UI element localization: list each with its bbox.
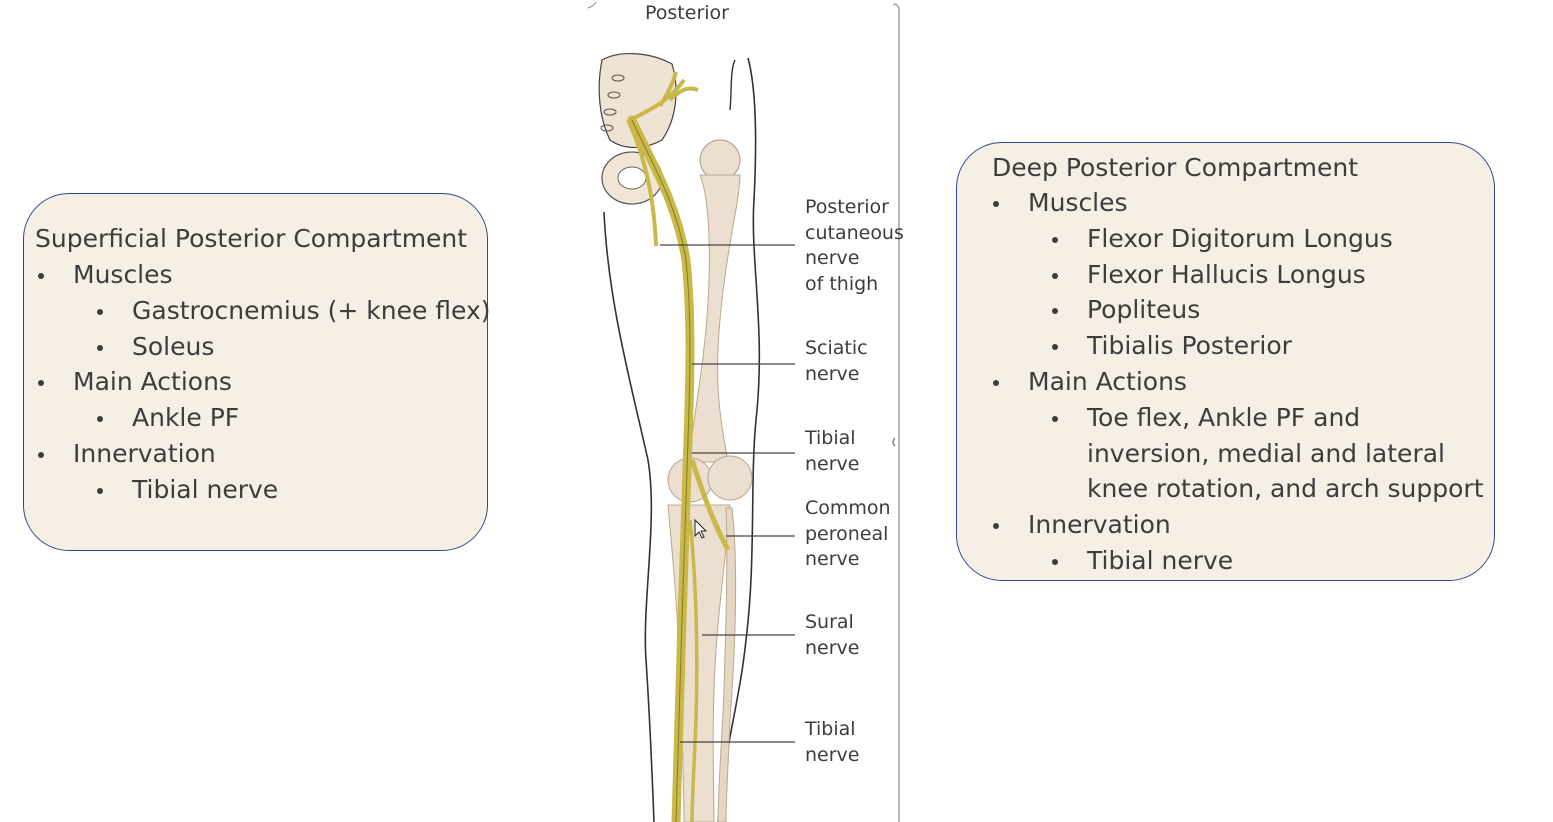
list-item-label: Innervation — [1028, 510, 1171, 540]
frame-corner — [587, 1, 597, 9]
list-item: Toe flex, Ankle PF and inversion, medial… — [979, 400, 1487, 507]
label-common-peroneal-nerve: Common peroneal nerve — [805, 497, 891, 570]
label-sural-nerve: Sural nerve — [805, 611, 860, 659]
list-item: Innervation — [24, 436, 487, 472]
list-item: Gastrocnemius (+ knee flex) — [24, 293, 491, 329]
panel-title: Deep Posterior Compartment — [992, 153, 1359, 182]
leg-nerve-diagram: Posterior Posterior cutaneous nerve of t… — [580, 0, 905, 822]
bullet-icon — [97, 308, 103, 315]
list-item-label: Tibial nerve — [1087, 545, 1234, 575]
bullet-icon — [97, 487, 103, 494]
list-item-label: Soleus — [132, 331, 215, 361]
list-item-label: Flexor Digitorum Longus — [1087, 223, 1393, 253]
list-item-label: Toe flex, Ankle PF and inversion, medial… — [1087, 402, 1484, 504]
sural-nerve — [688, 519, 699, 822]
bullet-icon — [97, 416, 103, 423]
common-peroneal-nerve — [689, 459, 731, 552]
sacral-plexus-branches — [633, 71, 699, 120]
bullet-icon — [993, 523, 999, 530]
list-item-label: Innervation — [73, 438, 216, 468]
sacral-foramen — [600, 124, 614, 132]
bullet-icon — [1052, 272, 1058, 279]
bullet-icon — [38, 273, 44, 279]
label-tibial-nerve-upper: Tibial nerve — [805, 427, 860, 475]
bullet-icon — [97, 344, 103, 351]
leg-outline-right — [717, 57, 761, 822]
mouse-cursor-icon — [694, 518, 708, 539]
list-item: Flexor Digitorum Longus — [979, 221, 1479, 257]
list-item-label: Gastrocnemius (+ knee flex) — [132, 295, 491, 325]
bullet-icon — [993, 201, 999, 207]
frame-corner — [892, 3, 900, 11]
leg-outline-top — [729, 59, 736, 111]
posterior-cutaneous-nerve — [626, 119, 658, 247]
frame-notch — [892, 437, 896, 447]
list-item-label: Tibial nerve — [132, 474, 279, 504]
list-item-label: Flexor Hallucis Longus — [1087, 259, 1366, 289]
sacral-foramen — [603, 108, 617, 116]
list-item: Flexor Hallucis Longus — [979, 257, 1479, 293]
list-item: Tibialis Posterior — [979, 328, 1479, 364]
panel-list: Muscles Gastrocnemius (+ knee flex) Sole… — [24, 257, 491, 508]
fibula-bone — [717, 507, 737, 822]
list-item-label: Muscles — [73, 260, 173, 289]
deep-compartment-panel: Deep Posterior Compartment Muscles Flexo… — [956, 142, 1495, 581]
obturator-foramen — [617, 166, 647, 190]
list-item: Muscles — [979, 185, 1479, 221]
list-item: Tibial nerve — [979, 543, 1479, 579]
femoral-condyle — [707, 455, 753, 501]
list-item-label: Main Actions — [73, 367, 232, 397]
panel-list: Muscles Flexor Digitorum Longus Flexor H… — [979, 185, 1484, 579]
label-sciatic-nerve: Sciatic nerve — [805, 337, 868, 385]
femur-bone — [687, 174, 741, 463]
panel-title: Superficial Posterior Compartment — [35, 224, 468, 253]
list-item: Popliteus — [979, 292, 1479, 328]
list-item: Main Actions — [979, 364, 1479, 400]
list-item-label: Muscles — [1028, 188, 1128, 217]
leg-outline-left — [603, 211, 655, 822]
pelvis-bone — [598, 53, 677, 149]
bullet-icon — [993, 379, 999, 386]
label-tibial-nerve-lower: Tibial nerve — [805, 718, 860, 766]
sacral-foramen — [607, 91, 621, 99]
superficial-compartment-panel: Superficial Posterior Compartment Muscle… — [23, 193, 491, 551]
list-item-label: Popliteus — [1087, 295, 1201, 325]
list-item: Muscles — [24, 257, 487, 293]
list-item-label: Ankle PF — [132, 403, 240, 433]
bullet-icon — [1052, 344, 1058, 351]
sacral-foramen — [611, 74, 625, 82]
sciatic-tibial-nerve-outline — [631, 119, 691, 822]
bullet-icon — [1052, 308, 1058, 315]
list-item: Innervation — [979, 507, 1479, 543]
list-item: Soleus — [24, 329, 487, 365]
list-item: Tibial nerve — [24, 472, 487, 508]
list-item-label: Tibialis Posterior — [1087, 331, 1292, 361]
bullet-icon — [1052, 236, 1058, 243]
figure-heading: Posterior — [645, 2, 729, 24]
list-item-label: Main Actions — [1028, 366, 1187, 396]
bullet-icon — [1052, 558, 1058, 565]
list-item: Ankle PF — [24, 400, 487, 436]
label-posterior-cutaneous-nerve: Posterior cutaneous nerve of thigh — [805, 196, 904, 295]
list-item: Main Actions — [24, 364, 487, 400]
bullet-icon — [38, 380, 44, 387]
leg-illustration — [587, 1, 900, 822]
bullet-icon — [38, 451, 44, 458]
bullet-icon — [1052, 415, 1058, 422]
femoral-head — [699, 139, 741, 181]
